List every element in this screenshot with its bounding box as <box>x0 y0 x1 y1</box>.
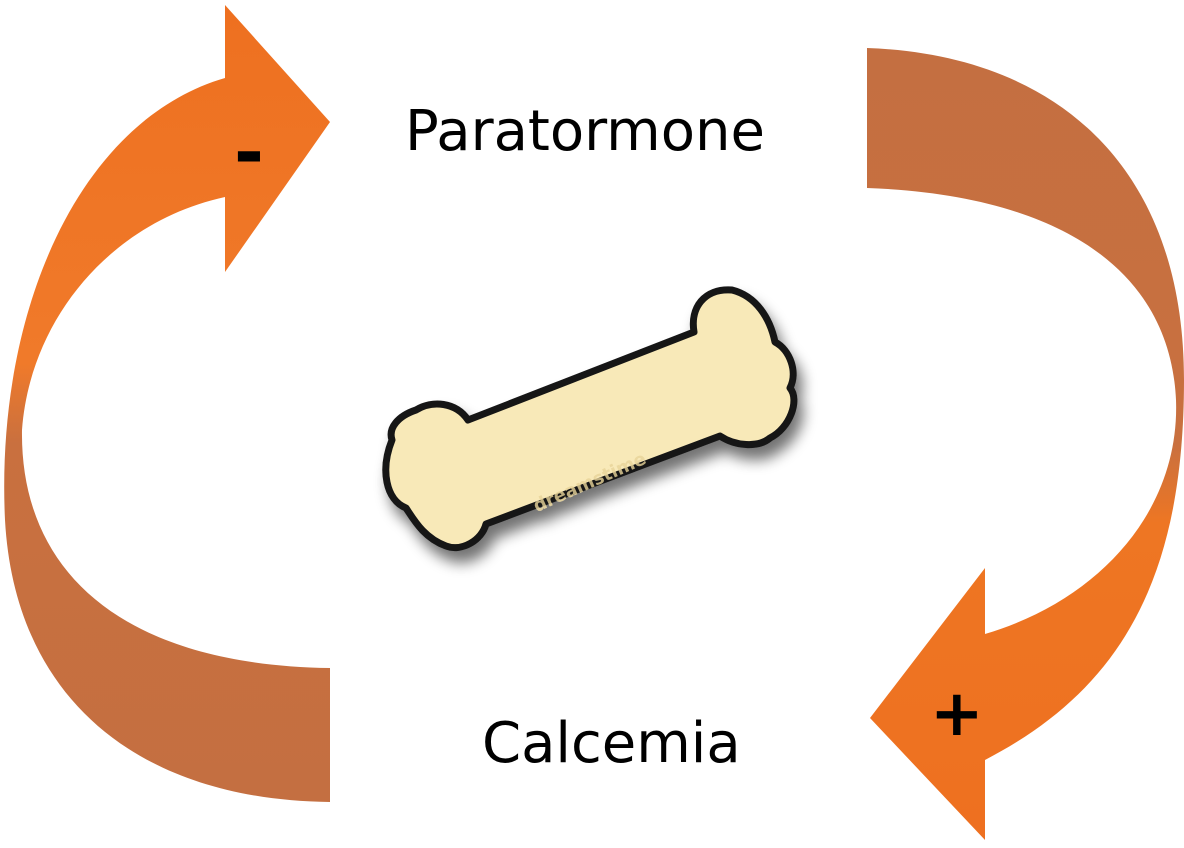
right-curved-arrow-icon <box>867 48 1184 840</box>
left-curved-arrow-icon <box>4 5 330 802</box>
paratormone-label: Paratormone <box>405 104 765 160</box>
plus-sign: + <box>930 682 984 746</box>
bone-icon: dreamstime <box>386 290 794 548</box>
minus-sign: - <box>234 116 264 188</box>
calcemia-label: Calcemia <box>482 716 741 772</box>
